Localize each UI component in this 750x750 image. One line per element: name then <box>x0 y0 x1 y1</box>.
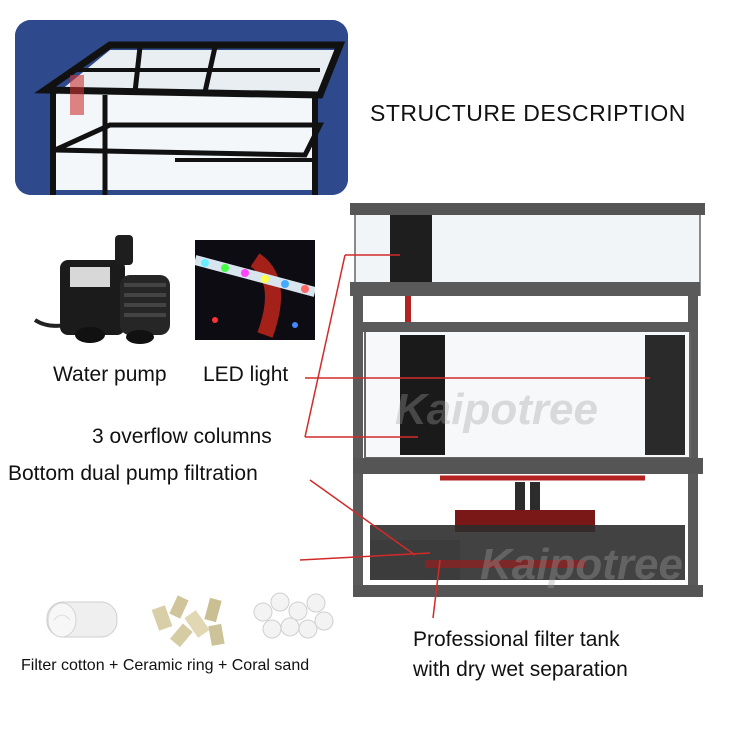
callout-line-filter-tank <box>432 559 441 619</box>
watermark-upper: Kaipotree <box>395 385 598 434</box>
bottom-pump-label: Bottom dual pump filtration <box>8 462 258 485</box>
filter-cotton-image <box>42 590 127 650</box>
callout-line-filtration <box>299 552 431 561</box>
ceramic-ring-image <box>145 587 235 652</box>
water-pump-image <box>30 235 180 350</box>
callout-line-bottom-pump <box>309 479 416 556</box>
aquarium-stand-diagram <box>345 200 715 600</box>
page-heading: STRUCTURE DESCRIPTION <box>370 100 686 126</box>
overflow-columns-label: 3 overflow columns <box>92 425 272 448</box>
callout-line-overflow-top <box>304 254 346 438</box>
led-light-image <box>195 240 315 340</box>
filter-media-label: Filter cotton + Ceramic ring + Coral san… <box>21 657 310 674</box>
watermark-lower: Kaipotree <box>480 540 683 589</box>
aquarium-thumbnail <box>15 20 348 195</box>
led-light-label: LED light <box>203 363 289 386</box>
water-pump-label: Water pump <box>53 363 167 386</box>
filter-tank-label-line2: with dry wet separation <box>413 658 628 681</box>
filter-tank-label-line1: Professional filter tank <box>413 628 620 651</box>
coral-sand-image <box>248 587 338 652</box>
